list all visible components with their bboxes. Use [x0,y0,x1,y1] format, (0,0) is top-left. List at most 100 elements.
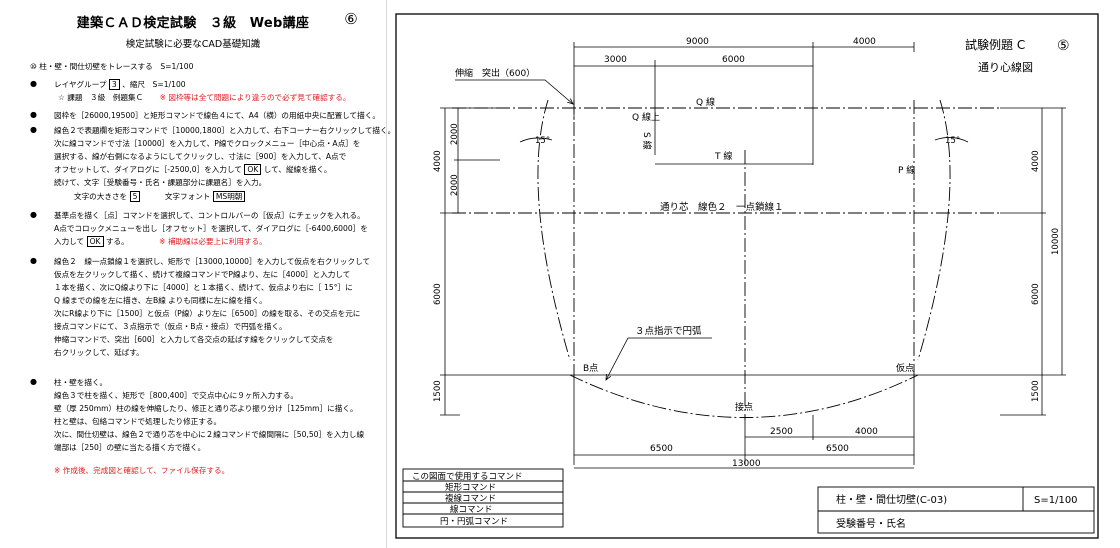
point-b: B点 [583,363,598,374]
input-text: 入力して [54,237,85,246]
step-columns-4: 柱と壁は、包絡コマンドで処理したり修正する。 [54,417,222,426]
aux-line-note: ※ 補助線は必要上に利用する。 [159,237,267,246]
input-text-end: する。 [105,237,129,246]
layer-value: 3 [108,79,120,90]
angle-left: 15° [535,136,550,146]
dim-bot-13000: 13000 [732,459,761,469]
page-title: 建築ＣＡＤ検定試験 ３級 Web講座 ⑥ [0,10,386,31]
step-title-block-2: 次に線コマンドで寸法［10000］を入力して、P線でクロックメニュー［中心点・A… [54,139,361,148]
title-block [817,486,1095,534]
panel-divider [386,0,387,548]
drawing-frame [395,13,1099,539]
font-family-label: 文字フォント [164,192,211,201]
right-dimensions [960,107,1066,416]
layer-line: レイヤグループ 3 、縮尺 S=1/100 [54,79,186,90]
task-line: ☆ 課題 ３級 例題集Ｃ ※ 図枠等は全て問題により違うので必ず見て確認する。 [58,93,350,103]
label-center-line: 通り芯 線色２ 一点鎖線１ [660,201,784,213]
step-grid-5: 次にR線より下に［1500］と仮点（P線）より左に［6500］の線を取る、その交… [54,309,361,318]
command-item: 円・円弧コマンド [440,516,508,527]
dim-top-4000: 4000 [853,37,876,47]
command-item: 複線コマンド [445,493,496,504]
final-note: ※ 作成後、完成図と確認して、ファイル保存する。 [54,466,230,475]
step-grid-3: １本を描く、次にQ線より下に［4000］と１本描く、続けて、仮点より右に［ 15… [54,283,353,292]
label-s-line: S 線 [641,132,653,150]
dim-bot-6500b: 6500 [826,444,849,454]
step-title-block-5: 続けて、文字［受験番号・氏名・課題部分に課題名］を入力。 [54,178,267,187]
page-number: ⑥ [344,10,358,28]
dim-right-10000: 10000 [1051,228,1061,255]
label-t-line: T 線 [714,150,732,162]
angle-right: 15° [945,136,960,146]
point-temp: 仮点 [896,362,914,374]
page-title-text: 建築ＣＡＤ検定試験 ３級 Web講座 [76,16,310,31]
step-10-heading: ⑩ 柱・壁・間仕切壁をトレースする S=1/100 [30,62,194,71]
ok-box: OK [86,236,104,247]
bullet: ● [30,79,37,88]
step-columns-2: 線色３で柱を描く、矩形で［800,400］で交点中心に９ヶ所入力する。 [54,391,299,400]
step-grid-2: 仮点を左クリックして描く、続けて複線コマンドでP線より、左に［4000］と入力し… [54,270,351,279]
offset-text-end: して、縦線を描く。 [263,165,332,174]
dim-left-1500: 1500 [433,380,443,402]
label-q-line: Q 線 [696,96,715,108]
step-reference-2: A点でコロックメニューを出し［オフセット］を選択して、ダイアログに［-6400,… [54,224,368,233]
font-settings: 文字の大きさを 5 文字フォント MS明朝 [74,191,246,202]
font-family-value: MS明朝 [212,191,246,202]
scale-label: 、縮尺 S=1/100 [122,80,186,89]
commands-header: この図面で使用するコマンド [412,471,523,482]
dim-bot-2500: 2500 [770,427,793,437]
command-item: 矩形コマンド [445,482,496,493]
reference-lines [520,374,960,469]
font-size-value: 5 [129,191,141,202]
title-block-examinee: 受験番号・氏名 [836,517,906,530]
step-grid-7: 伸縮コマンドで、突出［600］と入力して各交点の延ばす線をクリックして交点を [54,335,334,344]
dim-right-1500: 1500 [1031,380,1041,402]
step-grid-8: 右クリックして、延ばす。 [54,348,144,357]
angle-arc-left [519,137,553,143]
command-item: 線コマンド [450,504,493,515]
dim-top-6000: 6000 [722,55,745,65]
step-columns-1: 柱・壁を描く。 [54,378,108,387]
step-title-block-4: オフセットして、ダイアログに［-2500,0］を入力して OK して、縦線を描く… [54,164,332,175]
arc-leader [606,337,712,380]
dim-left-2000b: 2000 [450,174,460,196]
step-frame: 図枠を［26000,19500］と矩形コマンドで線色４にて、A4（横）の用紙中央… [54,111,380,120]
point-tangent: 接点 [735,401,753,413]
label-p-line: P 線 [898,164,915,176]
dim-bot-4000: 4000 [855,427,878,437]
arc-label: ３点指示で円弧 [635,325,702,337]
dim-bot-6500a: 6500 [650,444,673,454]
layer-label: レイヤグループ [54,80,107,89]
dim-left-2000a: 2000 [450,123,460,145]
bullet: ● [30,377,37,386]
bullet: ● [30,125,37,134]
left-dimensions [440,107,520,416]
step-grid-1: 線色２ 線一点鎖線１を選択し、矩形で［13000,10000］を入力して仮点を右… [54,257,371,266]
title-block-name: 柱・壁・間仕切壁(C-03) [836,493,947,506]
dim-top-3000: 3000 [604,55,627,65]
offset-text: オフセットして、ダイアログに［-2500,0］を入力して [54,165,242,174]
cad-drawing: 試験例題 C ⑤ 通り心線図 9000 4000 3000 6000 伸縮 突出… [395,13,1099,539]
step-columns-5: 次に、間仕切壁は、線色２で通り芯を中心に２線コマンドで線間隔に［50,50］を入… [54,430,365,439]
task-note: ※ 図枠等は全て問題により違うので必ず見て確認する。 [159,93,351,102]
example-title: 試験例題 C [965,37,1025,52]
instruction-panel: 建築ＣＡＤ検定試験 ３級 Web講座 ⑥ 検定試験に必要なCAD基礎知識 ⑩ 柱… [0,0,395,548]
extend-label: 伸縮 突出（600） [455,67,535,79]
dim-left-4000: 4000 [433,150,443,172]
angle-arc-right [934,137,969,143]
font-size-label: 文字の大きさを [74,192,128,201]
grid-lines [452,99,1000,420]
step-title-block-1: 線色２で表題欄を矩形コマンドで［10000,1800］と入力して、右下コーナー右… [54,126,396,135]
bullet: ● [30,256,37,265]
step-reference-3: 入力して OK する。 ※ 補助線は必要上に利用する。 [54,236,267,247]
dim-right-4000: 4000 [1031,150,1041,172]
dim-left-6000: 6000 [433,283,443,305]
step-columns-6: 端部は［250］の壁に当たる描く方で描く。 [54,443,206,452]
page-subtitle: 検定試験に必要なCAD基礎知識 [125,39,261,50]
step-grid-6: 接点コマンドにて、３点指示で（仮点・B点・接点）で円弧を描く。 [54,322,287,331]
ok-box: OK [244,164,262,175]
dim-right-6000: 6000 [1031,283,1041,305]
label-q-upper: Q 線上 [632,111,660,123]
bullet: ● [30,110,37,119]
extend-leader [455,79,573,104]
bullet: ● [30,210,37,219]
